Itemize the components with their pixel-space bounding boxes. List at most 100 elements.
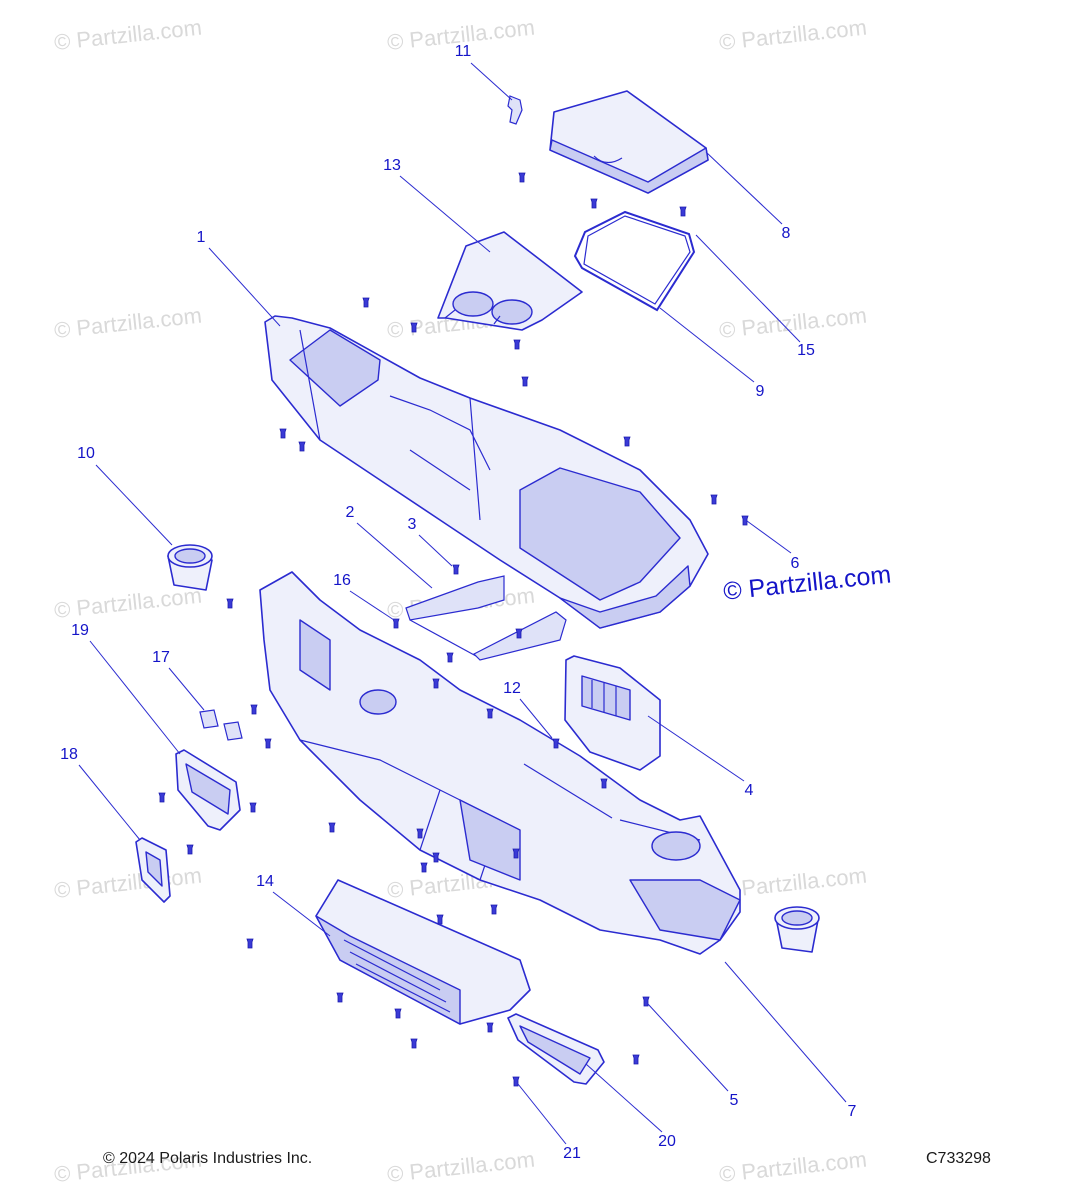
watermark-text: © Partzilla.com — [53, 863, 203, 903]
leader-line-4 — [647, 715, 745, 782]
watermark-text: © Partzilla.com — [718, 303, 868, 343]
leader-line-6 — [746, 520, 792, 554]
part-19-grille — [175, 749, 241, 831]
callout-13: 13 — [383, 157, 401, 174]
callout-20: 20 — [658, 1133, 676, 1150]
leader-line-15 — [695, 234, 801, 343]
part-14-storage-bin — [315, 879, 531, 1025]
leader-line-13 — [399, 175, 491, 253]
callout-3: 3 — [408, 516, 417, 533]
screw-icon — [436, 914, 444, 925]
screw-icon — [158, 792, 166, 803]
leader-line-1 — [208, 247, 281, 327]
part-20-grille — [507, 1013, 605, 1085]
callout-11: 11 — [455, 43, 472, 60]
callout-9: 9 — [756, 383, 765, 400]
callout-8: 8 — [782, 225, 791, 242]
screw-icon — [432, 678, 440, 689]
callout-5: 5 — [730, 1092, 739, 1109]
part-7-lower-dash — [259, 571, 741, 955]
screw-icon — [394, 1008, 402, 1019]
callout-2: 2 — [346, 504, 355, 521]
screw-icon — [264, 738, 272, 749]
screw-icon — [741, 515, 749, 526]
screw-icon — [186, 844, 194, 855]
screw-icon — [452, 564, 460, 575]
callout-19: 19 — [71, 622, 89, 639]
leader-line-17 — [168, 667, 205, 711]
diagram-code: C733298 — [926, 1150, 991, 1167]
screw-icon — [410, 1038, 418, 1049]
screw-icon — [590, 198, 598, 209]
part-17-clips — [199, 709, 243, 741]
screw-icon — [632, 1054, 640, 1065]
leader-line-8 — [705, 151, 783, 225]
callout-10: 10 — [77, 445, 95, 462]
watermark-text: © Partzilla.com — [718, 1147, 868, 1187]
watermark-text: © Partzilla.com — [718, 15, 868, 55]
leader-line-14 — [272, 891, 331, 937]
watermark-text: © Partzilla.com — [53, 583, 203, 623]
callout-16: 16 — [333, 572, 351, 589]
watermark-text: © Partzilla.com — [53, 15, 203, 55]
screw-icon — [600, 778, 608, 789]
screw-icon — [328, 822, 336, 833]
callout-21: 21 — [563, 1145, 581, 1162]
watermark-text: © Partzilla.com — [53, 303, 203, 343]
leader-line-12 — [519, 698, 553, 739]
leader-line-21 — [517, 1083, 567, 1145]
screw-icon — [362, 297, 370, 308]
screw-icon — [226, 598, 234, 609]
leader-line-2 — [356, 522, 433, 589]
screw-icon — [446, 652, 454, 663]
leader-line-3 — [418, 534, 453, 567]
screw-icon — [486, 1022, 494, 1033]
part-8-lid — [549, 90, 709, 194]
screw-icon — [486, 708, 494, 719]
callout-7: 7 — [848, 1103, 857, 1120]
screw-icon — [515, 628, 523, 639]
screw-icon — [298, 441, 306, 452]
screw-icon — [521, 376, 529, 387]
screw-icon — [392, 618, 400, 629]
leader-line-19 — [89, 640, 181, 755]
screw-icon — [279, 428, 287, 439]
screw-icon — [432, 852, 440, 863]
leader-line-9 — [659, 307, 755, 383]
leader-line-7 — [724, 961, 847, 1103]
screw-icon — [416, 828, 424, 839]
screw-icon — [518, 172, 526, 183]
screw-icon — [513, 339, 521, 350]
part-1-upper-dash — [264, 315, 709, 629]
callout-12: 12 — [503, 680, 521, 697]
screw-icon — [512, 1076, 520, 1087]
leader-line-16 — [349, 590, 395, 621]
screw-icon — [512, 848, 520, 859]
screw-icon — [642, 996, 650, 1007]
copyright-notice: © 2024 Polaris Industries Inc. — [103, 1150, 313, 1167]
callout-17: 17 — [152, 649, 170, 666]
callout-14: 14 — [256, 873, 274, 890]
callout-18: 18 — [60, 746, 78, 763]
screw-icon — [710, 494, 718, 505]
screw-icon — [249, 802, 257, 813]
part-10-cup — [167, 544, 213, 591]
screw-icon — [623, 436, 631, 447]
callout-4: 4 — [745, 782, 754, 799]
part-4-vent-panel — [564, 655, 661, 771]
screw-icon — [250, 704, 258, 715]
leader-line-10 — [95, 464, 173, 546]
part-13-cupholder — [437, 231, 583, 331]
part-9-seal — [573, 210, 696, 312]
screw-icon — [336, 992, 344, 1003]
callout-1: 1 — [197, 229, 206, 246]
leader-line-11 — [470, 62, 513, 101]
callout-6: 6 — [791, 555, 800, 572]
screw-icon — [490, 904, 498, 915]
callout-15: 15 — [797, 342, 815, 359]
part-18-bezel — [135, 837, 171, 903]
leader-line-20 — [585, 1063, 663, 1133]
screw-icon — [679, 206, 687, 217]
